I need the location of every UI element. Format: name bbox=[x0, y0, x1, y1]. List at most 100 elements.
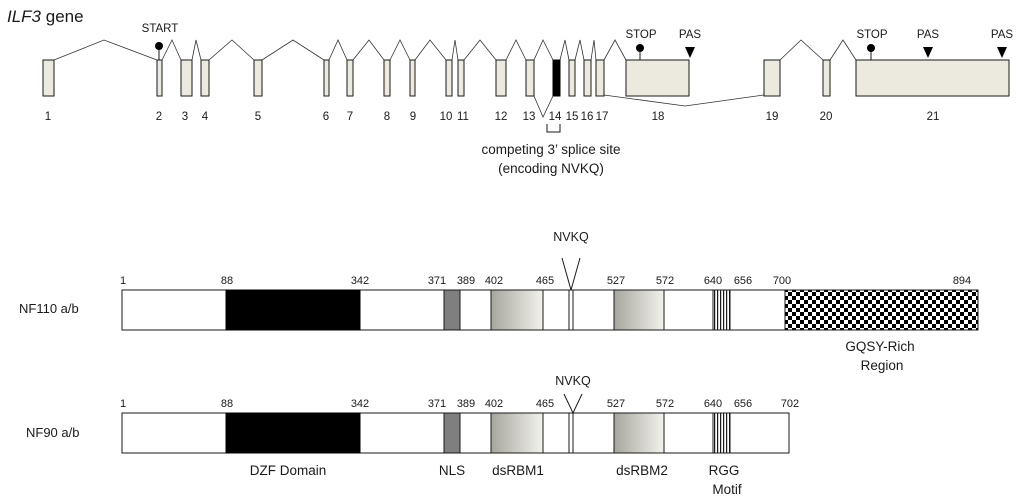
position-label: 894 bbox=[953, 275, 971, 287]
gqsy-label-line2: Region bbox=[861, 358, 904, 373]
dzf-domain-label: DZF Domain bbox=[250, 463, 327, 478]
stop-label: STOP bbox=[856, 29, 887, 41]
position-label: 389 bbox=[457, 275, 475, 287]
pas-marker-exon21-middle: PAS bbox=[917, 29, 939, 58]
position-label: 700 bbox=[773, 275, 791, 287]
nvkq-insert-mark-nf110 bbox=[561, 257, 581, 292]
exon-number: 12 bbox=[495, 111, 508, 123]
exon-number: 16 bbox=[581, 111, 594, 123]
gqsy-label-line1: GQSY-Rich bbox=[845, 339, 914, 354]
splice-note-line2: (encoding NVKQ) bbox=[498, 161, 604, 176]
pas-label: PAS bbox=[917, 29, 939, 41]
nf110-dzf-domain bbox=[225, 289, 361, 331]
exon-11 bbox=[457, 59, 465, 97]
nf90-rgg-motif bbox=[712, 412, 731, 454]
nf90-nvkq-segment bbox=[568, 412, 574, 454]
stop-marker-exon18: STOP bbox=[625, 29, 657, 60]
exon-number: 13 bbox=[523, 111, 536, 123]
position-label: 371 bbox=[428, 398, 446, 410]
exon-18 bbox=[625, 59, 690, 97]
exon-20 bbox=[822, 59, 831, 97]
pas-label: PAS bbox=[679, 29, 701, 41]
nvkq-insert-mark-nf90 bbox=[563, 393, 583, 415]
position-label: 572 bbox=[656, 398, 674, 410]
start-label: START bbox=[142, 23, 179, 35]
exon-14 bbox=[552, 59, 561, 97]
exon-16 bbox=[583, 59, 592, 97]
position-label: 1 bbox=[120, 398, 126, 410]
exon-2 bbox=[156, 59, 163, 97]
nf90-dsrbm1 bbox=[490, 412, 544, 454]
gene-name: ILF3 bbox=[7, 7, 42, 26]
exon-number: 15 bbox=[566, 111, 579, 123]
position-label: 88 bbox=[221, 275, 233, 287]
exon-number: 1 bbox=[45, 111, 51, 123]
exon-number: 19 bbox=[766, 111, 779, 123]
exon-7 bbox=[346, 59, 354, 97]
position-label: 402 bbox=[485, 398, 503, 410]
nls-label: NLS bbox=[439, 463, 465, 478]
position-label: 371 bbox=[428, 275, 446, 287]
exon-5 bbox=[253, 59, 263, 97]
splice-note-line1: competing 3’ splice site bbox=[481, 142, 620, 157]
exon-number: 3 bbox=[182, 111, 188, 123]
exon-10 bbox=[445, 59, 453, 97]
nf110-nvkq-segment bbox=[568, 289, 574, 331]
exon-6 bbox=[323, 59, 330, 97]
nf90-positions: 1 88 342 371 389 402 465 527 572 640 656… bbox=[120, 398, 799, 410]
position-label: 402 bbox=[485, 275, 503, 287]
protein-name-nf110: NF110 a/b bbox=[19, 301, 79, 316]
protein-name-nf90: NF90 a/b bbox=[26, 425, 79, 440]
nf110-dsrbm1 bbox=[490, 289, 544, 331]
position-label: 1 bbox=[120, 275, 126, 287]
position-label: 656 bbox=[734, 398, 752, 410]
exon-number: 20 bbox=[820, 111, 833, 123]
exon-15 bbox=[568, 59, 576, 97]
exon-number: 5 bbox=[255, 111, 261, 123]
nf90-nls bbox=[443, 412, 461, 454]
exon-number: 21 bbox=[927, 111, 940, 123]
position-label: 389 bbox=[457, 398, 475, 410]
exon-17 bbox=[595, 59, 605, 97]
position-label: 527 bbox=[607, 275, 625, 287]
exon-number: 14 bbox=[549, 111, 562, 123]
exon-21 bbox=[855, 59, 1010, 97]
position-label: 342 bbox=[351, 398, 369, 410]
position-label: 702 bbox=[781, 398, 799, 410]
nf110-gqsy-region bbox=[784, 289, 979, 331]
intron-connectors bbox=[53, 39, 857, 118]
exon-number: 11 bbox=[457, 111, 469, 123]
exon-19 bbox=[763, 59, 781, 97]
exon-boxes bbox=[42, 59, 1010, 97]
exon-1 bbox=[42, 59, 55, 97]
nf110-nls bbox=[443, 289, 461, 331]
exon-number: 9 bbox=[410, 111, 416, 123]
position-label: 465 bbox=[536, 398, 554, 410]
stop-label: STOP bbox=[625, 29, 656, 41]
exon-number: 17 bbox=[596, 111, 609, 123]
stop-marker-exon21: STOP bbox=[856, 29, 888, 60]
exon-number: 18 bbox=[652, 111, 665, 123]
nf90-dzf-domain bbox=[225, 412, 361, 454]
gene-title-suffix: gene bbox=[41, 7, 84, 26]
exon-number: 2 bbox=[156, 111, 162, 123]
gene-title: ILF3 gene bbox=[7, 7, 84, 26]
exon-4 bbox=[200, 59, 210, 97]
position-label: 465 bbox=[536, 275, 554, 287]
exon-12 bbox=[495, 59, 507, 97]
exon-number: 6 bbox=[323, 111, 329, 123]
nvkq-label-nf90: NVKQ bbox=[555, 374, 591, 388]
exon-number: 8 bbox=[384, 111, 390, 123]
position-label: 88 bbox=[221, 398, 233, 410]
rgg-label-line1: RGG bbox=[709, 463, 740, 478]
exon-8 bbox=[383, 59, 391, 97]
dsrbm1-label: dsRBM1 bbox=[492, 463, 544, 478]
nvkq-label-nf110: NVKQ bbox=[553, 230, 589, 244]
exon-number-labels: 1 2 3 4 5 6 7 8 9 10 11 12 13 14 15 16 1… bbox=[45, 111, 940, 123]
nf110-dsrbm2 bbox=[613, 289, 665, 331]
exon-number: 7 bbox=[347, 111, 353, 123]
exon-number: 4 bbox=[202, 111, 209, 123]
position-label: 342 bbox=[351, 275, 369, 287]
position-label: 527 bbox=[607, 398, 625, 410]
